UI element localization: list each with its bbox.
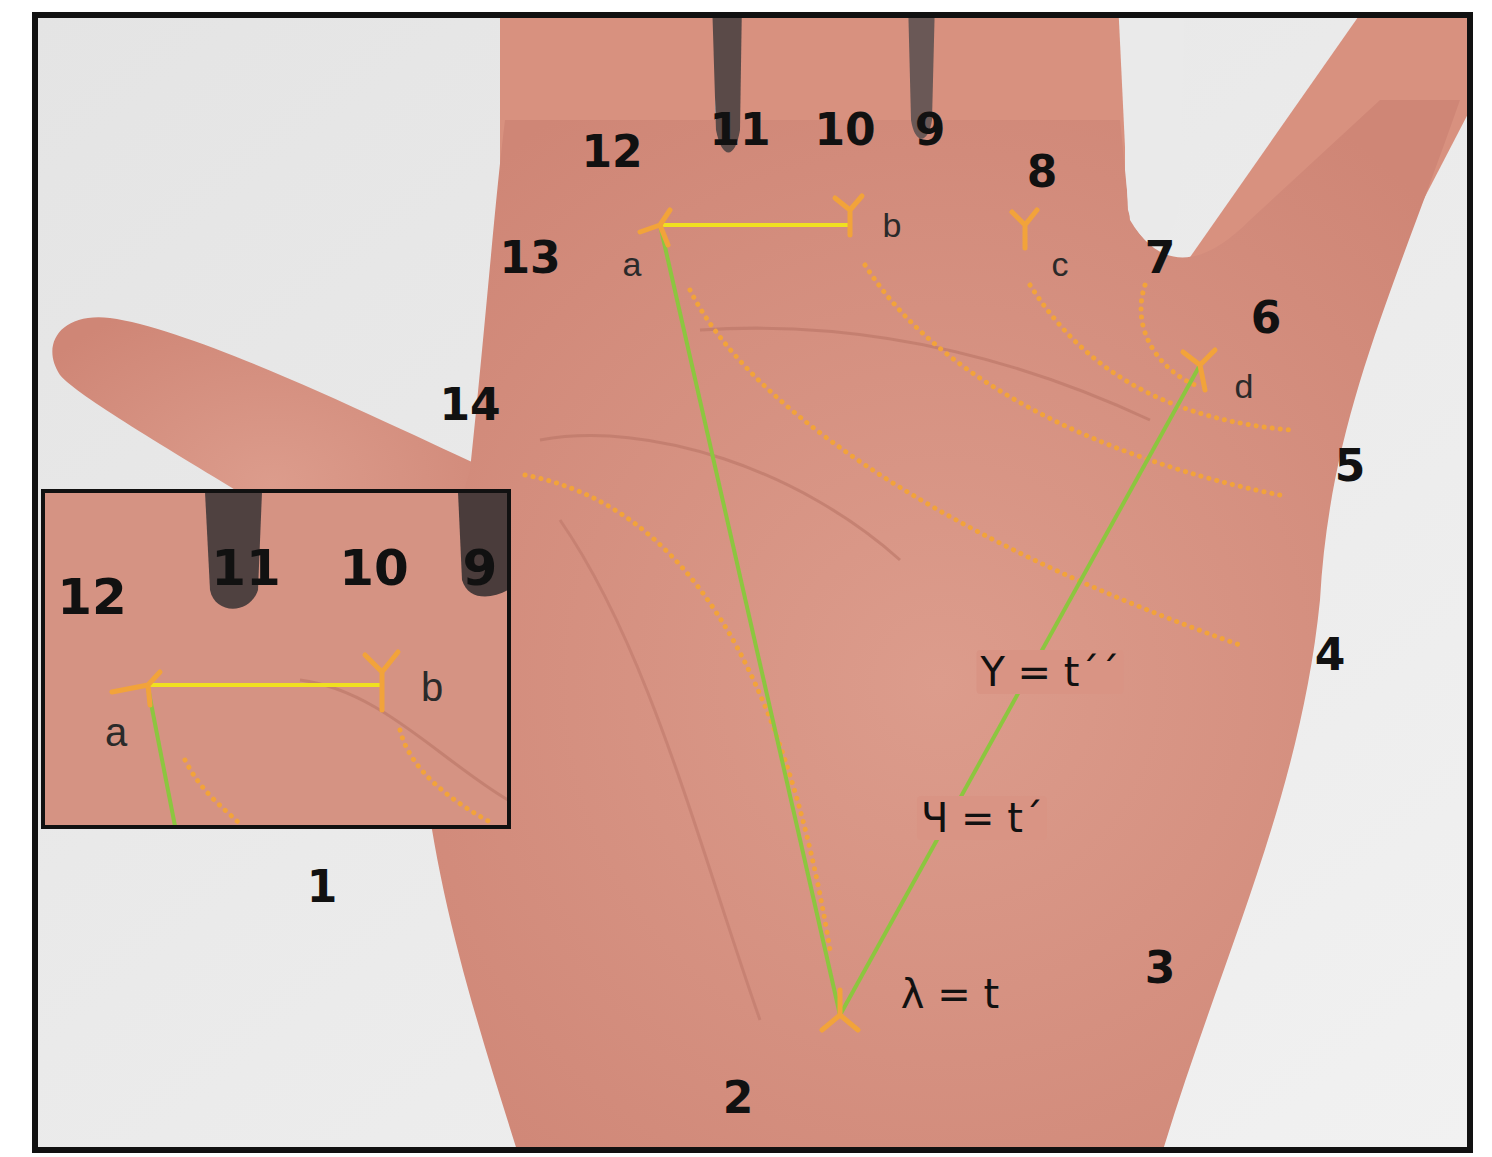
point-label: a — [105, 712, 127, 752]
point-label: b — [883, 208, 902, 242]
point-label: d — [1235, 369, 1254, 403]
point-label: b — [421, 667, 443, 707]
formula-label: Y = t´´ — [976, 650, 1123, 694]
inset-zoom — [44, 492, 508, 826]
point-label: c — [1052, 247, 1069, 281]
callout-number: 11 — [211, 543, 281, 593]
callout-number: 12 — [57, 572, 127, 622]
callout-number: 4 — [1315, 633, 1346, 677]
callout-number: 9 — [915, 108, 946, 152]
callout-number: 11 — [709, 108, 770, 152]
callout-number: 9 — [463, 543, 498, 593]
formula-label: Ч = t´ — [917, 796, 1047, 840]
callout-number: 13 — [499, 236, 560, 280]
formula-label: λ = t — [901, 974, 999, 1014]
callout-number: 3 — [1145, 946, 1176, 990]
callout-number: 1 — [307, 865, 338, 909]
callout-number: 7 — [1145, 236, 1176, 280]
ridge-lines — [525, 265, 1290, 950]
callout-number: 8 — [1027, 150, 1058, 194]
callout-number: 14 — [439, 383, 500, 427]
callout-number: 10 — [339, 543, 409, 593]
point-label: a — [623, 247, 642, 281]
callout-number: 5 — [1335, 444, 1366, 488]
triradius-symbols — [640, 196, 1215, 1030]
callout-number: 12 — [581, 130, 642, 174]
callout-number: 10 — [814, 108, 875, 152]
callout-number: 2 — [723, 1076, 754, 1120]
callout-number: 6 — [1251, 296, 1282, 340]
